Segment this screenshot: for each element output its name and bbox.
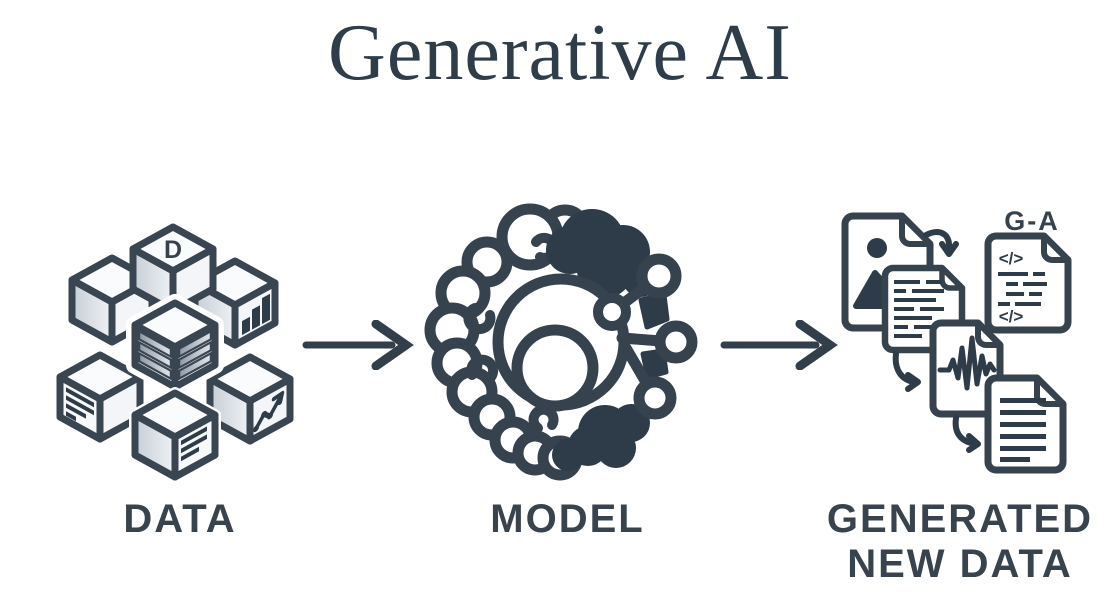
cube-text-bottom <box>129 387 221 483</box>
stage-label-model: MODEL <box>490 497 645 541</box>
code-glyph-top: </> <box>999 249 1024 268</box>
code-glyph-bottom: </> <box>999 307 1024 326</box>
model-inner-circle <box>511 324 599 412</box>
circuit-nodes <box>593 253 698 420</box>
db-layers-left <box>137 329 173 381</box>
waveform-glyph <box>937 335 997 391</box>
stage-label-generated-line1: GENERATED <box>826 497 1094 541</box>
output-text-document <box>984 374 1067 474</box>
cube-database <box>126 294 224 396</box>
image-sun-glyph <box>867 238 887 258</box>
cube-text-left <box>56 351 144 443</box>
text-lines <box>1000 398 1046 462</box>
page-title: Generative AI <box>328 9 792 97</box>
text-lines-glyph <box>181 426 207 462</box>
brain-circuit-icon <box>424 203 698 481</box>
cube-trend <box>206 353 294 445</box>
doc-flow-arrows <box>892 229 981 453</box>
arrow-model-to-generated <box>720 320 838 370</box>
cube-letter: D <box>164 236 182 264</box>
stage-label-data: DATA <box>123 497 237 541</box>
data-cubes-icon: D <box>56 223 294 483</box>
arrow-data-to-model <box>302 320 414 370</box>
stage-label-generated: GENERATED NEW DATA <box>795 497 1120 587</box>
db-layers-right <box>177 329 213 381</box>
brain-folds <box>463 232 560 433</box>
trend-arrow-glyph <box>253 390 285 433</box>
generated-documents-icon: </> </> G-A <box>841 206 1072 474</box>
stage-label-generated-line2: NEW DATA <box>847 541 1073 586</box>
code-lines <box>998 272 1047 306</box>
code-document: </> </> <box>984 232 1072 334</box>
text-lines <box>894 280 944 338</box>
ga-badge: G-A <box>1004 206 1060 236</box>
text-lines-glyph <box>66 387 94 422</box>
bar-chart-glyph <box>242 293 270 336</box>
